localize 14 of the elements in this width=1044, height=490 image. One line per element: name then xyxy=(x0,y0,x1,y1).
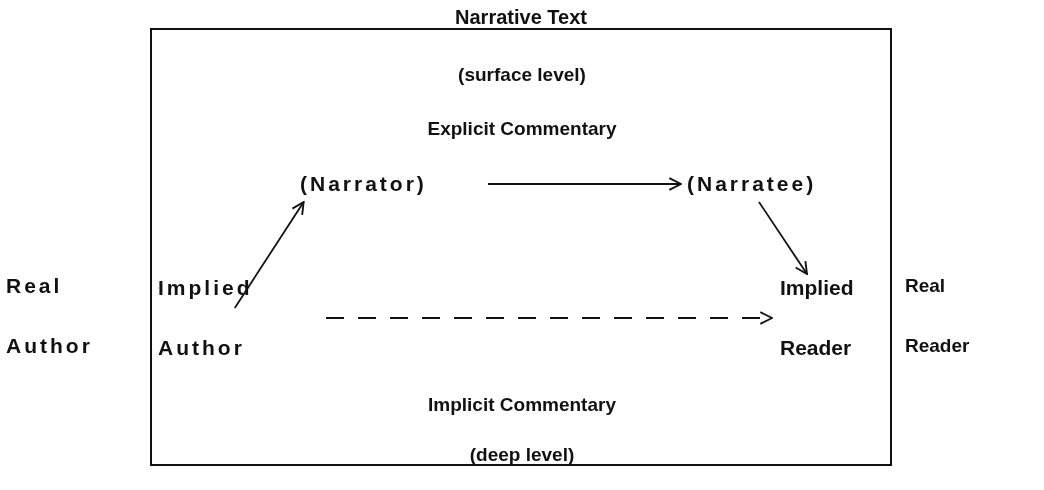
role-label: Implied Reader xyxy=(780,258,870,378)
arrow xyxy=(758,201,808,275)
text-label: Real Author xyxy=(6,273,94,359)
text-label: Real Reader xyxy=(905,274,971,358)
dashed-arrow xyxy=(325,311,773,325)
role-label: (Narratee) xyxy=(687,168,847,200)
role-label: (Narrator) xyxy=(300,168,482,200)
arrow xyxy=(487,177,682,191)
text-label: Explicit Commentary xyxy=(426,117,618,141)
text-label: (surface level) xyxy=(457,63,587,87)
role-label: Implied Author xyxy=(158,258,286,378)
arrow xyxy=(233,201,305,309)
text-label: Implicit Commentary xyxy=(427,393,617,417)
text-label: (deep level) xyxy=(468,443,576,467)
